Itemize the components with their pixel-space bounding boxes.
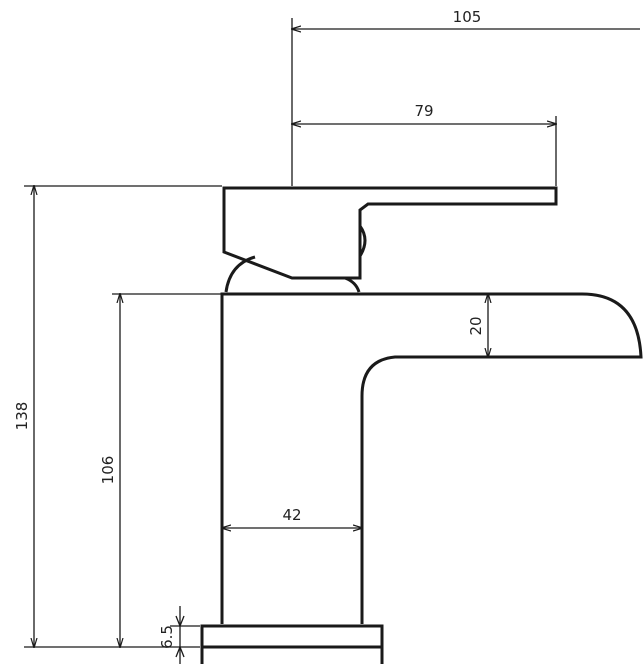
dim-lever-length: 79 bbox=[292, 102, 556, 186]
lever-handle bbox=[222, 186, 558, 280]
dim-overall-height: 138 bbox=[13, 186, 222, 647]
tap-body-spout bbox=[220, 292, 643, 624]
dim-label-138: 138 bbox=[13, 402, 31, 431]
arrow-top bbox=[175, 615, 185, 628]
arrow-bottom bbox=[175, 645, 185, 658]
dim-label-106: 106 bbox=[99, 456, 117, 485]
dim-label-79: 79 bbox=[414, 102, 433, 120]
dim-label-105: 105 bbox=[453, 8, 482, 26]
collar-dome bbox=[224, 255, 256, 293]
collar-dome-right bbox=[344, 276, 361, 293]
tap-outline bbox=[200, 186, 643, 664]
dim-base-height: 6.5 bbox=[158, 606, 200, 664]
lever-cartridge-arc bbox=[358, 225, 367, 257]
dim-label-6-5: 6.5 bbox=[158, 625, 176, 649]
dim-label-20: 20 bbox=[467, 316, 485, 335]
base-plate bbox=[200, 624, 384, 649]
dim-spout-height: 106 bbox=[99, 294, 222, 647]
dim-body-width: 42 bbox=[222, 506, 362, 528]
dim-label-42: 42 bbox=[282, 506, 301, 524]
dim-spout-thickness: 20 bbox=[467, 294, 488, 357]
dim-overall-width: 105 bbox=[292, 8, 640, 186]
